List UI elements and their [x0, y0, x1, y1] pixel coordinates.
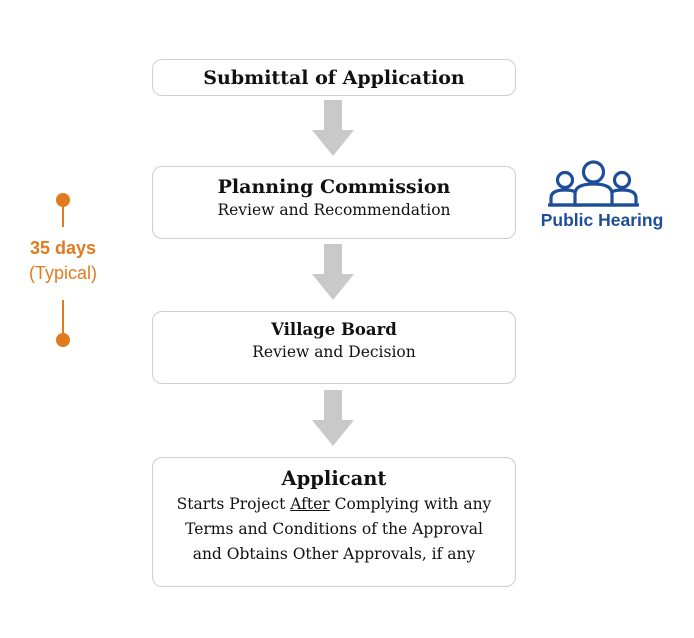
step-applicant-box: Applicant Starts Project After Complying… — [152, 457, 516, 587]
public-hearing-label: Public Hearing — [540, 210, 664, 230]
down-arrow-2 — [312, 244, 354, 300]
timeline-typical-label: (Typical) — [28, 263, 97, 283]
applicant-line1-start: Starts Project — [176, 495, 291, 513]
step-planning-box: Planning Commission Review and Recommend… — [152, 166, 516, 239]
applicant-after-underlined: After — [290, 495, 330, 513]
step-applicant-line2: Terms and Conditions of the Approval — [185, 520, 483, 538]
step-applicant-title: Applicant — [281, 467, 387, 490]
step-submittal-box: Submittal of Application — [152, 59, 516, 96]
step-village-box: Village Board Review and Decision — [152, 311, 516, 384]
step-planning-subtitle: Review and Recommendation — [217, 201, 451, 219]
timeline-end-dot — [56, 333, 70, 347]
step-applicant-line1: Starts Project After Complying with any — [177, 492, 492, 517]
step-planning-title: Planning Commission — [217, 176, 451, 198]
applicant-line1-end: Complying with any — [329, 495, 492, 513]
step-village-subtitle: Review and Decision — [252, 343, 416, 361]
down-arrow-3 — [312, 390, 354, 446]
timeline-marker — [56, 193, 70, 347]
step-submittal-title: Submittal of Application — [203, 66, 465, 89]
step-village-title: Village Board — [271, 320, 397, 339]
people-group-icon — [548, 160, 639, 207]
step-applicant-line3: and Obtains Other Approvals, if any — [192, 545, 476, 563]
down-arrow-1 — [312, 100, 354, 156]
timeline-days-label: 35 days — [29, 238, 97, 258]
